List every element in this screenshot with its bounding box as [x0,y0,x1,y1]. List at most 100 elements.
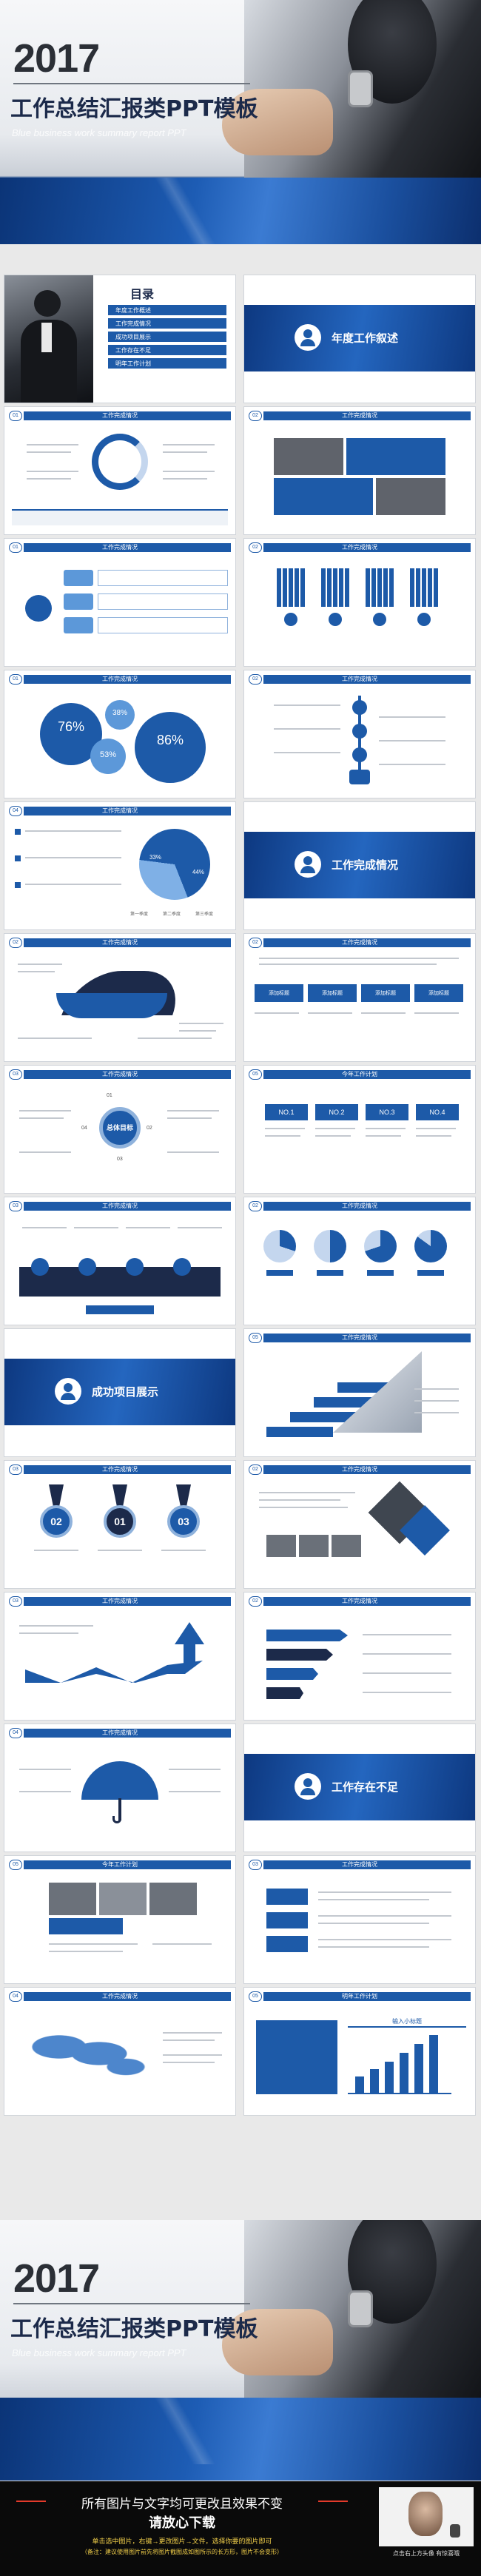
step-label: 添加标题 [375,991,396,996]
slide-number: 03 [9,1464,22,1475]
cover-blue-band [0,2398,481,2481]
target-circle: 总体目标 [99,1107,141,1149]
slide-number: 03 [9,1596,22,1607]
no-label: NO.2 [329,1109,345,1116]
photo-tile [274,438,343,475]
slide-header-label: 工作完成情况 [102,1466,138,1473]
legend-item: 第二季度 [163,912,181,917]
slide-number: 02 [249,542,262,553]
photo-tile [376,478,445,515]
toc-item-label: 成功项目展示 [115,334,151,340]
slide-number: 02 [249,938,262,948]
avatar[interactable] [379,2487,474,2546]
slide-timeline-vertical[interactable]: 02 工作完成情况 [244,670,475,798]
cursor-icon [450,2524,460,2538]
slide-header-label: 工作完成情况 [342,676,377,682]
bubble-label: 76% [57,719,85,734]
bubble-label: 86% [156,733,184,747]
list-tag [64,593,93,610]
curve-arrow-blue [56,993,167,1018]
cover-bottom: 2017 工作总结汇报类PPT模板 Blue business work sum… [0,2220,481,2481]
cover-title: 工作总结汇报类PPT模板 [10,96,258,122]
slide-header-label: 工作完成情况 [342,939,377,946]
bubble-53: 53% [90,739,126,774]
slide-header-label: 工作完成情况 [342,1598,377,1604]
cover-blue-band [0,178,481,244]
center-circle [25,595,52,622]
no-label: NO.4 [429,1109,445,1116]
slide-number: 02 [249,1201,262,1211]
toc-item-4[interactable]: 工作存在不足 [108,345,226,355]
cover-divider [13,2303,250,2304]
no-3: NO.3 [366,1104,408,1120]
step-label: 添加标题 [269,991,289,996]
slide-section-2[interactable]: 工作完成情况 [244,802,475,929]
slide-toc[interactable]: 目录 年度工作概述 工作完成情况 成功项目展示 工作存在不足 明年工作计划 [4,275,235,403]
bubble-label: 38% [112,709,127,717]
list-tag [64,617,93,633]
slide-header-label: 工作完成情况 [102,544,138,551]
world-map [19,2020,152,2087]
target-index: 04 [81,1126,87,1131]
step-3: 添加标题 [361,984,410,1002]
footer-line4: （备注：建议使用图片前先将图片截图成如图所示的长方形，图片不会变形） [81,2549,283,2555]
ring-chart [92,434,148,490]
section-title: 工作存在不足 [332,1781,399,1794]
cover-subtitle: Blue business work summary report PPT [12,127,186,138]
slide-number: 04 [9,1728,22,1738]
slide-header-label: 工作完成情况 [342,1861,377,1868]
no-1: NO.1 [265,1104,308,1120]
avatar-caption: 点击右上方头像 有惊喜哦 [392,2550,460,2557]
legend-item: 第一季度 [130,912,149,917]
footnote-box [12,509,228,525]
footer-line3: 单击选中图片，右键→更改图片→文件，选择你要的图片即可 [92,2538,272,2545]
target-index: 02 [147,1126,152,1131]
slide-header-label: 今年工作计划 [342,1071,377,1077]
slide-number: 03 [9,1069,22,1080]
slide-section-4[interactable]: 工作存在不足 [244,1724,475,1852]
section-icon [55,1378,81,1405]
bubble-86: 86% [135,712,206,783]
toc-item-1[interactable]: 年度工作概述 [108,305,226,315]
slide-number: 02 [249,674,262,685]
pie-label: 44% [192,869,205,875]
slide-number: 01 [9,674,22,685]
section-band [244,1754,475,1820]
mini-pie [314,1230,346,1262]
step-1: 添加标题 [255,984,303,1002]
toc-item-2[interactable]: 工作完成情况 [108,318,226,329]
step-4: 添加标题 [414,984,463,1002]
toc-item-label: 工作完成情况 [115,320,151,327]
slide-section-3[interactable]: 成功项目展示 [4,1329,235,1456]
slide-number: 05 [9,1860,22,1870]
slide-section-1[interactable]: 年度工作叙述 [244,275,475,403]
toc-item-3[interactable]: 成功项目展示 [108,332,226,342]
toc-item-5[interactable]: 明年工作计划 [108,358,226,369]
no-4: NO.4 [416,1104,459,1120]
arrow-up-icon [175,1622,204,1667]
slide-header-label: 工作完成情况 [102,939,138,946]
watch-icon [348,70,373,107]
